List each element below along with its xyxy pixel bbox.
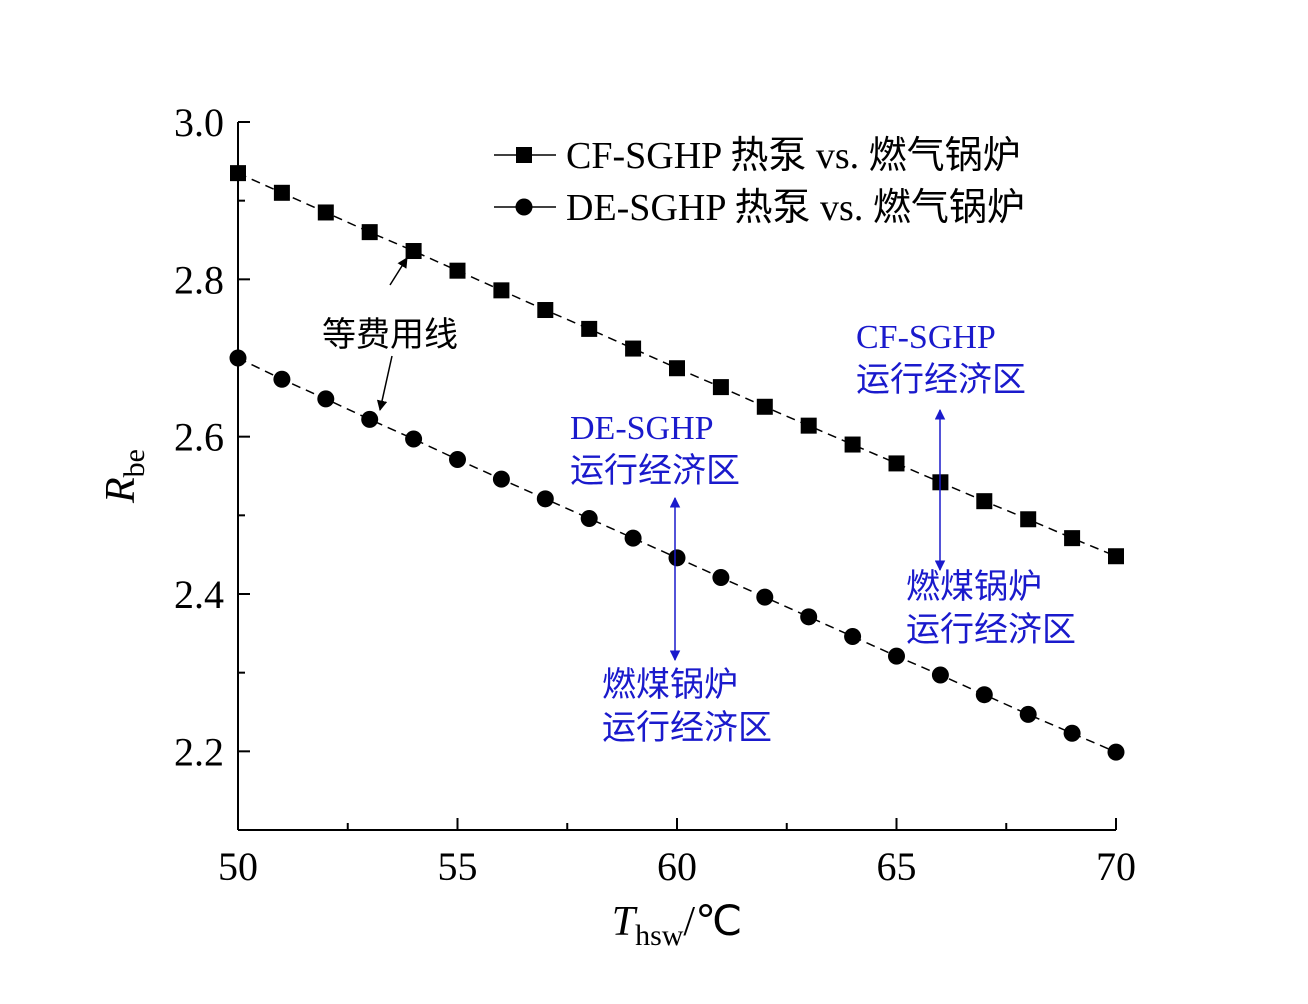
y-axis-title: Rbe xyxy=(98,449,151,504)
iso-arrow-up xyxy=(389,257,408,286)
y-tick-label: 2.2 xyxy=(174,729,224,774)
data-point xyxy=(1063,724,1081,742)
legend-marker xyxy=(516,147,532,163)
data-point xyxy=(229,349,247,367)
annotation-text: DE-SGHP xyxy=(570,410,714,447)
annotation-text: 运行经济区 xyxy=(602,709,772,747)
data-point xyxy=(1108,548,1124,565)
data-point xyxy=(230,165,246,182)
y-tick-label: 2.6 xyxy=(174,415,224,460)
annotation-text: 运行经济区 xyxy=(906,611,1076,649)
annotation-text: 运行经济区 xyxy=(856,361,1026,399)
data-point xyxy=(800,608,818,626)
data-point xyxy=(712,379,729,396)
data-point xyxy=(1020,511,1037,528)
data-point xyxy=(361,224,378,241)
data-point xyxy=(317,390,335,408)
data-point xyxy=(449,262,466,279)
legend-marker xyxy=(515,198,533,216)
annotation-cf-zone: CF-SGHP 运行经济区 xyxy=(856,319,1026,399)
data-point xyxy=(756,398,773,415)
data-point xyxy=(669,360,685,377)
x-tick-label: 65 xyxy=(877,844,917,889)
y-tick-label: 2.4 xyxy=(174,572,224,617)
legend-label: DE-SGHP 热泵 vs. 燃气锅炉 xyxy=(566,187,1025,229)
data-point xyxy=(1107,743,1125,761)
data-point xyxy=(405,430,423,448)
data-point xyxy=(273,370,291,388)
annotation-text: CF-SGHP xyxy=(856,319,996,356)
iso-arrow-down xyxy=(376,355,393,412)
data-point xyxy=(405,243,422,260)
data-point xyxy=(975,686,993,704)
data-point xyxy=(273,184,290,201)
data-point xyxy=(756,588,774,606)
data-point xyxy=(493,282,510,299)
data-point xyxy=(625,340,642,357)
annotation-text: 燃煤锅炉 xyxy=(602,666,738,704)
data-point xyxy=(976,493,993,510)
legend: CF-SGHP 热泵 vs. 燃气锅炉 DE-SGHP 热泵 vs. 燃气锅炉 xyxy=(494,135,1025,229)
x-tick-label: 60 xyxy=(657,844,697,889)
x-axis-title: Thsw/℃ xyxy=(612,899,743,952)
legend-label: CF-SGHP 热泵 vs. 燃气锅炉 xyxy=(566,135,1021,177)
x-tick-label: 70 xyxy=(1096,844,1136,889)
annotation-text: 等费用线 xyxy=(322,316,458,354)
data-point xyxy=(317,204,334,221)
data-point xyxy=(712,568,730,586)
data-point xyxy=(800,417,817,434)
data-point xyxy=(888,647,905,665)
data-point xyxy=(668,549,686,567)
y-tick-label: 3.0 xyxy=(174,100,224,145)
data-point xyxy=(537,302,554,319)
data-point xyxy=(492,470,510,488)
annotation-text: 燃煤锅炉 xyxy=(906,568,1042,606)
data-point xyxy=(624,529,642,547)
data-point xyxy=(581,320,598,337)
annotation-iso: 等费用线 xyxy=(322,316,458,354)
data-point xyxy=(844,627,862,645)
data-point xyxy=(361,410,379,428)
data-point xyxy=(1064,530,1081,547)
annotation-de-zone: DE-SGHP 运行经济区 xyxy=(570,410,740,490)
data-point xyxy=(931,666,949,684)
data-point xyxy=(1019,705,1037,723)
x-tick-label: 50 xyxy=(218,844,258,889)
y-tick-label: 2.8 xyxy=(174,257,224,302)
legend-item-1: CF-SGHP 热泵 vs. 燃气锅炉 xyxy=(494,135,1021,177)
data-point xyxy=(580,509,598,527)
legend-item-2: DE-SGHP 热泵 vs. 燃气锅炉 xyxy=(494,187,1025,229)
x-tick-label: 55 xyxy=(438,844,478,889)
data-point xyxy=(449,450,466,468)
annotation-text: 运行经济区 xyxy=(570,452,740,490)
data-point xyxy=(844,436,861,453)
data-point xyxy=(536,490,554,508)
data-point xyxy=(888,455,905,472)
